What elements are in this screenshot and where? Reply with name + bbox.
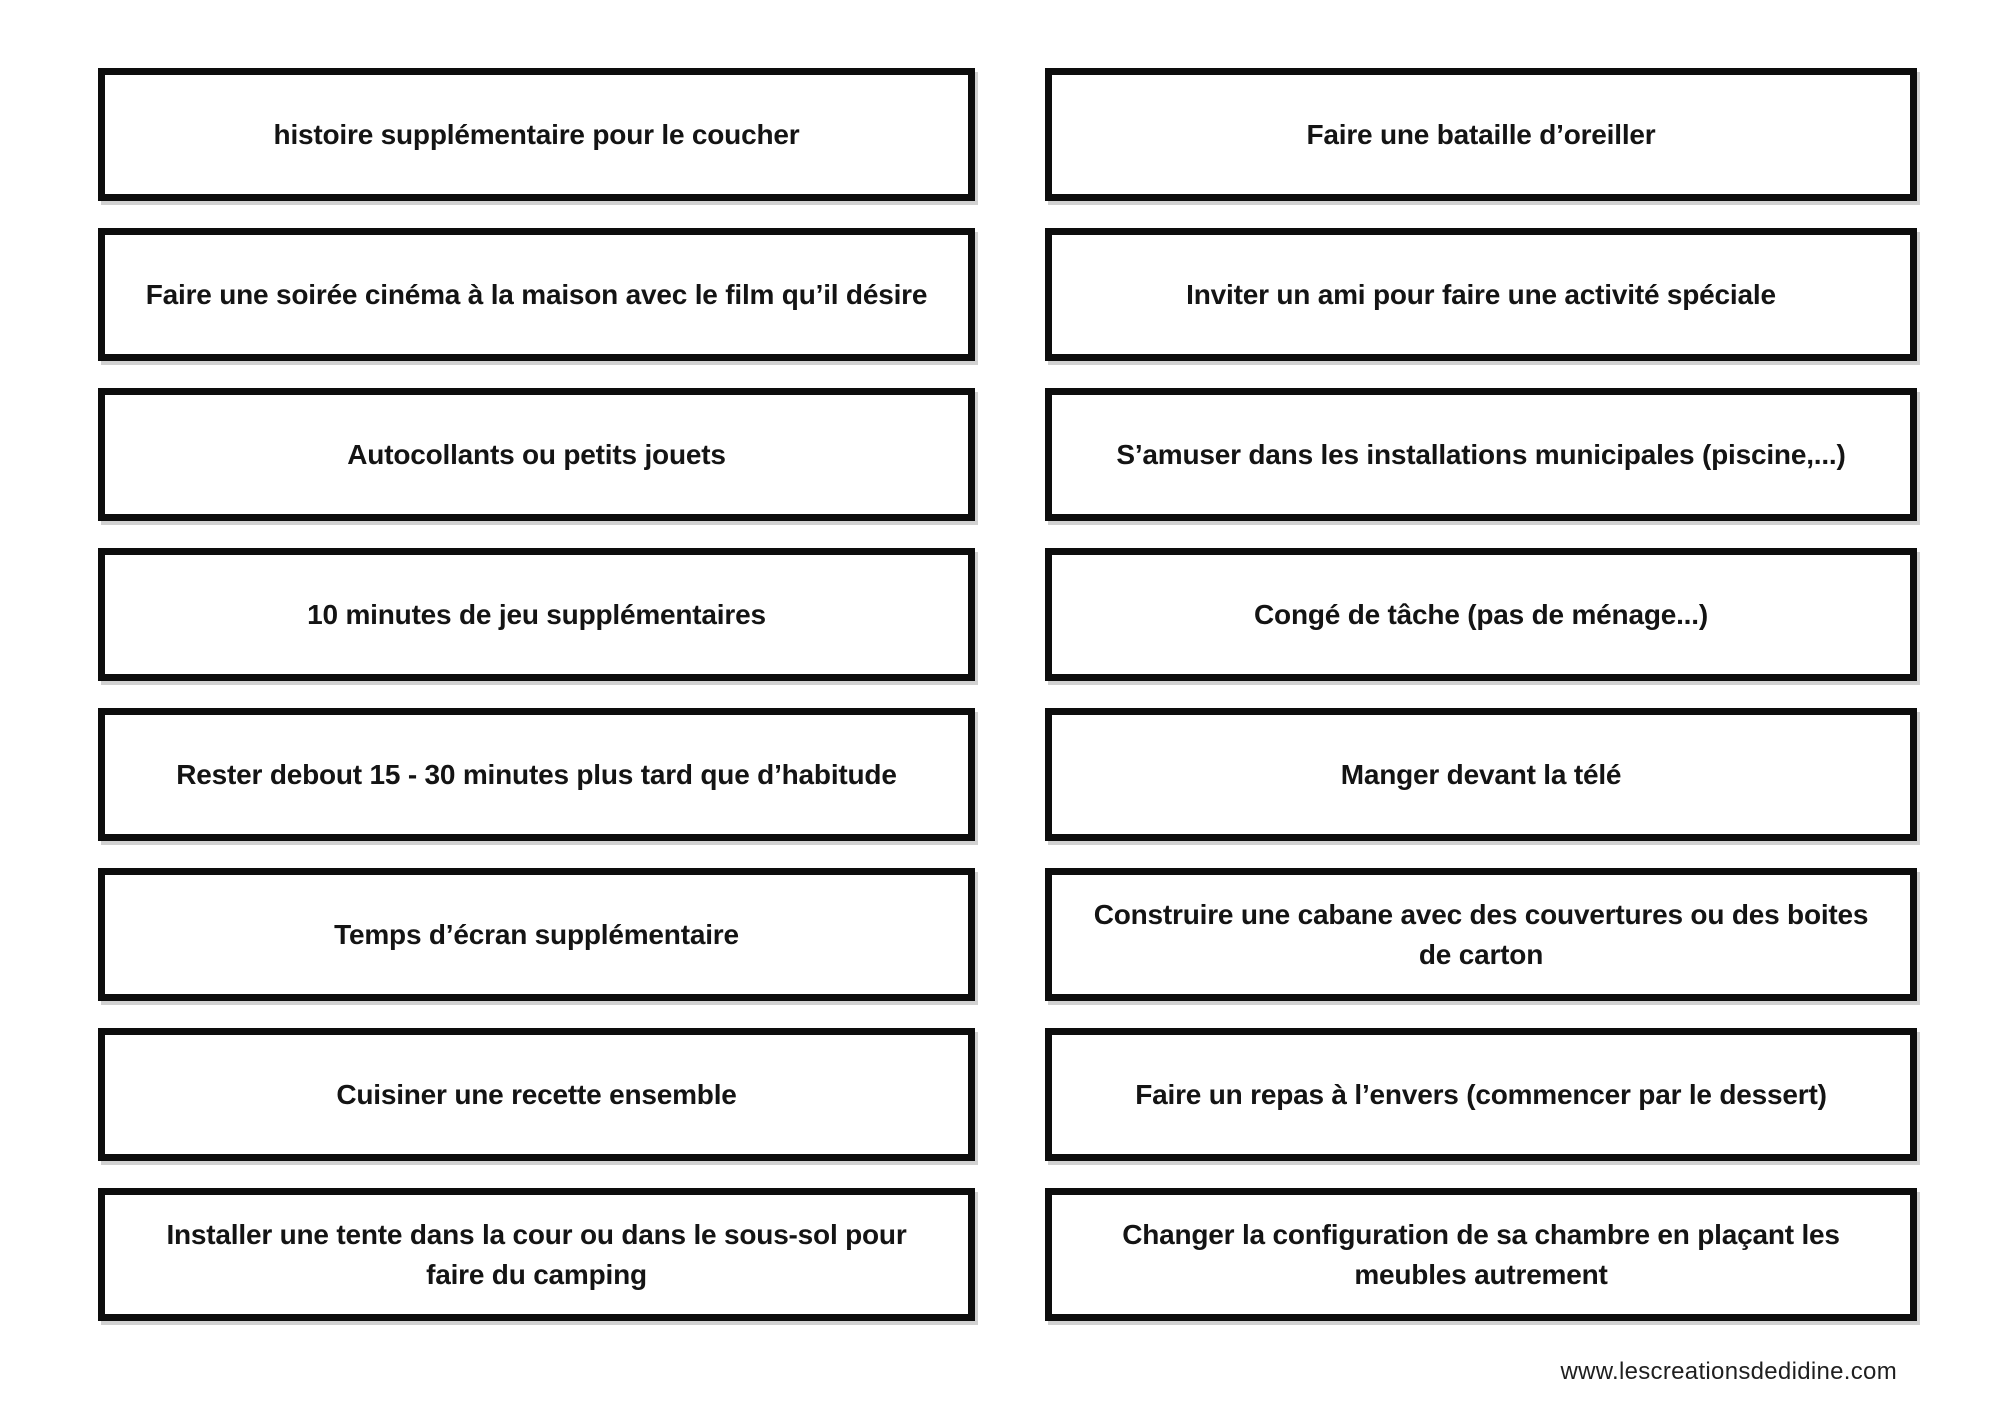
coupon-text: Manger devant la télé bbox=[1340, 758, 1622, 790]
coupon-text: Construire une cabane avec des couvertur… bbox=[1093, 898, 1869, 970]
coupon-text: Congé de tâche (pas de ménage...) bbox=[1254, 598, 1708, 630]
cards-grid: histoire supplémentaire pour le coucher … bbox=[98, 68, 1917, 1321]
website-url: www.lescreationsdedidine.com bbox=[1560, 1358, 1897, 1385]
coupon-card: Faire un repas à l’envers (commencer par… bbox=[1045, 1028, 1917, 1161]
coupon-text: Changer la configuration de sa chambre e… bbox=[1122, 1218, 1840, 1290]
coupon-text: Cuisiner une recette ensemble bbox=[336, 1078, 737, 1110]
coupon-card: Changer la configuration de sa chambre e… bbox=[1045, 1188, 1917, 1321]
coupon-card: Cuisiner une recette ensemble bbox=[98, 1028, 975, 1161]
coupon-card: Rester debout 15 - 30 minutes plus tard … bbox=[98, 708, 975, 841]
coupon-card: histoire supplémentaire pour le coucher bbox=[98, 68, 975, 201]
coupon-text: Faire un repas à l’envers (commencer par… bbox=[1135, 1078, 1827, 1110]
coupon-text: Inviter un ami pour faire une activité s… bbox=[1186, 278, 1776, 310]
coupon-card: Autocollants ou petits jouets bbox=[98, 388, 975, 521]
coupon-text: Autocollants ou petits jouets bbox=[347, 438, 726, 470]
coupon-text: Temps d’écran supplémentaire bbox=[334, 918, 739, 950]
coupon-card: 10 minutes de jeu supplémentaires bbox=[98, 548, 975, 681]
coupon-card: Construire une cabane avec des couvertur… bbox=[1045, 868, 1917, 1001]
coupon-card: Manger devant la télé bbox=[1045, 708, 1917, 841]
coupon-text: Installer une tente dans la cour ou dans… bbox=[166, 1218, 907, 1290]
coupon-card: S’amuser dans les installations municipa… bbox=[1045, 388, 1917, 521]
coupon-text: 10 minutes de jeu supplémentaires bbox=[307, 598, 766, 630]
coupon-card: Congé de tâche (pas de ménage...) bbox=[1045, 548, 1917, 681]
coupon-card: Inviter un ami pour faire une activité s… bbox=[1045, 228, 1917, 361]
coupon-text: Rester debout 15 - 30 minutes plus tard … bbox=[176, 758, 897, 790]
coupon-card: Temps d’écran supplémentaire bbox=[98, 868, 975, 1001]
coupon-text: S’amuser dans les installations municipa… bbox=[1116, 438, 1846, 470]
coupon-card: Faire une soirée cinéma à la maison avec… bbox=[98, 228, 975, 361]
coupon-text: Faire une bataille d’oreiller bbox=[1306, 118, 1656, 150]
coupon-card: Installer une tente dans la cour ou dans… bbox=[98, 1188, 975, 1321]
coupon-text: Faire une soirée cinéma à la maison avec… bbox=[145, 278, 928, 310]
coupon-text: histoire supplémentaire pour le coucher bbox=[273, 118, 800, 150]
coupon-card: Faire une bataille d’oreiller bbox=[1045, 68, 1917, 201]
